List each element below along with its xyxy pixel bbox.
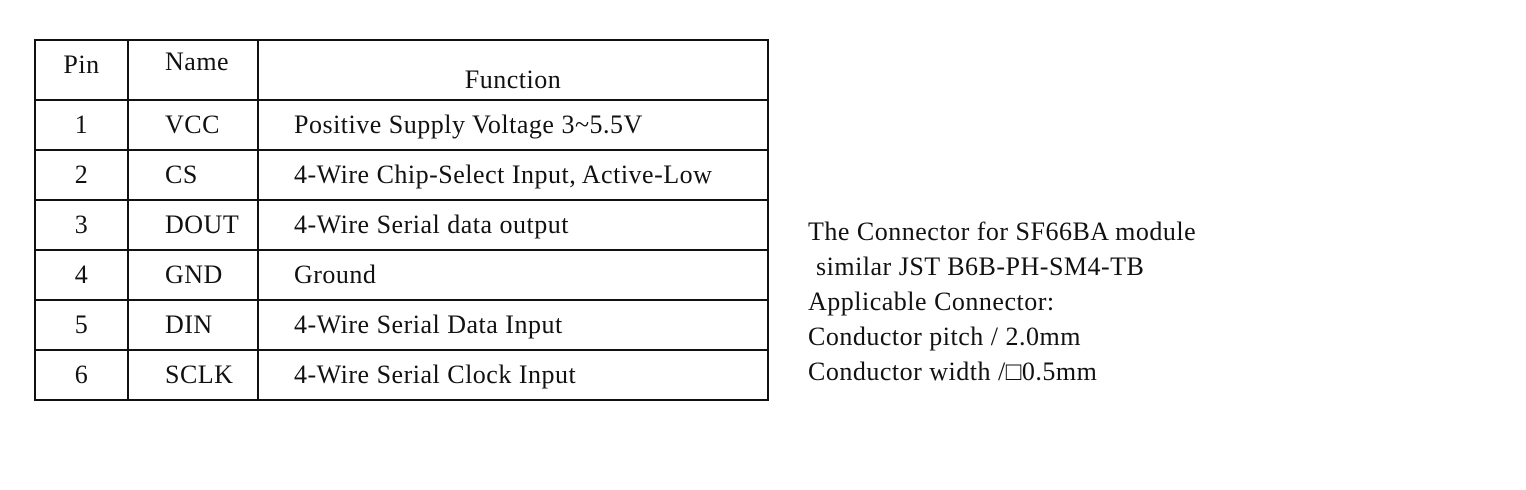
table-row: 2 CS 4-Wire Chip-Select Input, Active-Lo… [34, 149, 769, 201]
header-pin: Pin [34, 39, 129, 101]
table-row: 5 DIN 4-Wire Serial Data Input [34, 299, 769, 351]
table-row: 6 SCLK 4-Wire Serial Clock Input [34, 349, 769, 401]
pin-name: VCC [127, 99, 259, 151]
header-function: Function [257, 39, 769, 101]
pin-name: DIN [127, 299, 259, 351]
pin-function: 4-Wire Serial data output [257, 199, 769, 251]
pin-function: Positive Supply Voltage 3~5.5V [257, 99, 769, 151]
pin-name: CS [127, 149, 259, 201]
pin-function: 4-Wire Chip-Select Input, Active-Low [257, 149, 769, 201]
connector-note: The Connector for SF66BA module similar … [808, 214, 1508, 389]
pin-number: 6 [34, 349, 129, 401]
pin-number: 3 [34, 199, 129, 251]
pin-number: 5 [34, 299, 129, 351]
pin-number: 4 [34, 249, 129, 301]
pin-name: GND [127, 249, 259, 301]
pin-assignment-table: Pin Name Function 1 VCC Positive Supply … [34, 39, 769, 401]
pin-number: 2 [34, 149, 129, 201]
pin-function: Ground [257, 249, 769, 301]
table-header-row: Pin Name Function [34, 39, 769, 101]
pin-function: 4-Wire Serial Data Input [257, 299, 769, 351]
connector-note-line: The Connector for SF66BA module [808, 217, 1197, 246]
table-row: 1 VCC Positive Supply Voltage 3~5.5V [34, 99, 769, 151]
pin-name: DOUT [127, 199, 259, 251]
pin-function: 4-Wire Serial Clock Input [257, 349, 769, 401]
connector-note-line: similar JST B6B-PH-SM4-TB [816, 252, 1145, 281]
connector-note-line: Conductor width /□0.5mm [808, 357, 1098, 386]
table-row: 3 DOUT 4-Wire Serial data output [34, 199, 769, 251]
pin-name: SCLK [127, 349, 259, 401]
header-name: Name [127, 39, 259, 101]
connector-note-line: Applicable Connector: [808, 287, 1055, 316]
pin-number: 1 [34, 99, 129, 151]
connector-note-line: Conductor pitch / 2.0mm [808, 322, 1081, 351]
table-row: 4 GND Ground [34, 249, 769, 301]
